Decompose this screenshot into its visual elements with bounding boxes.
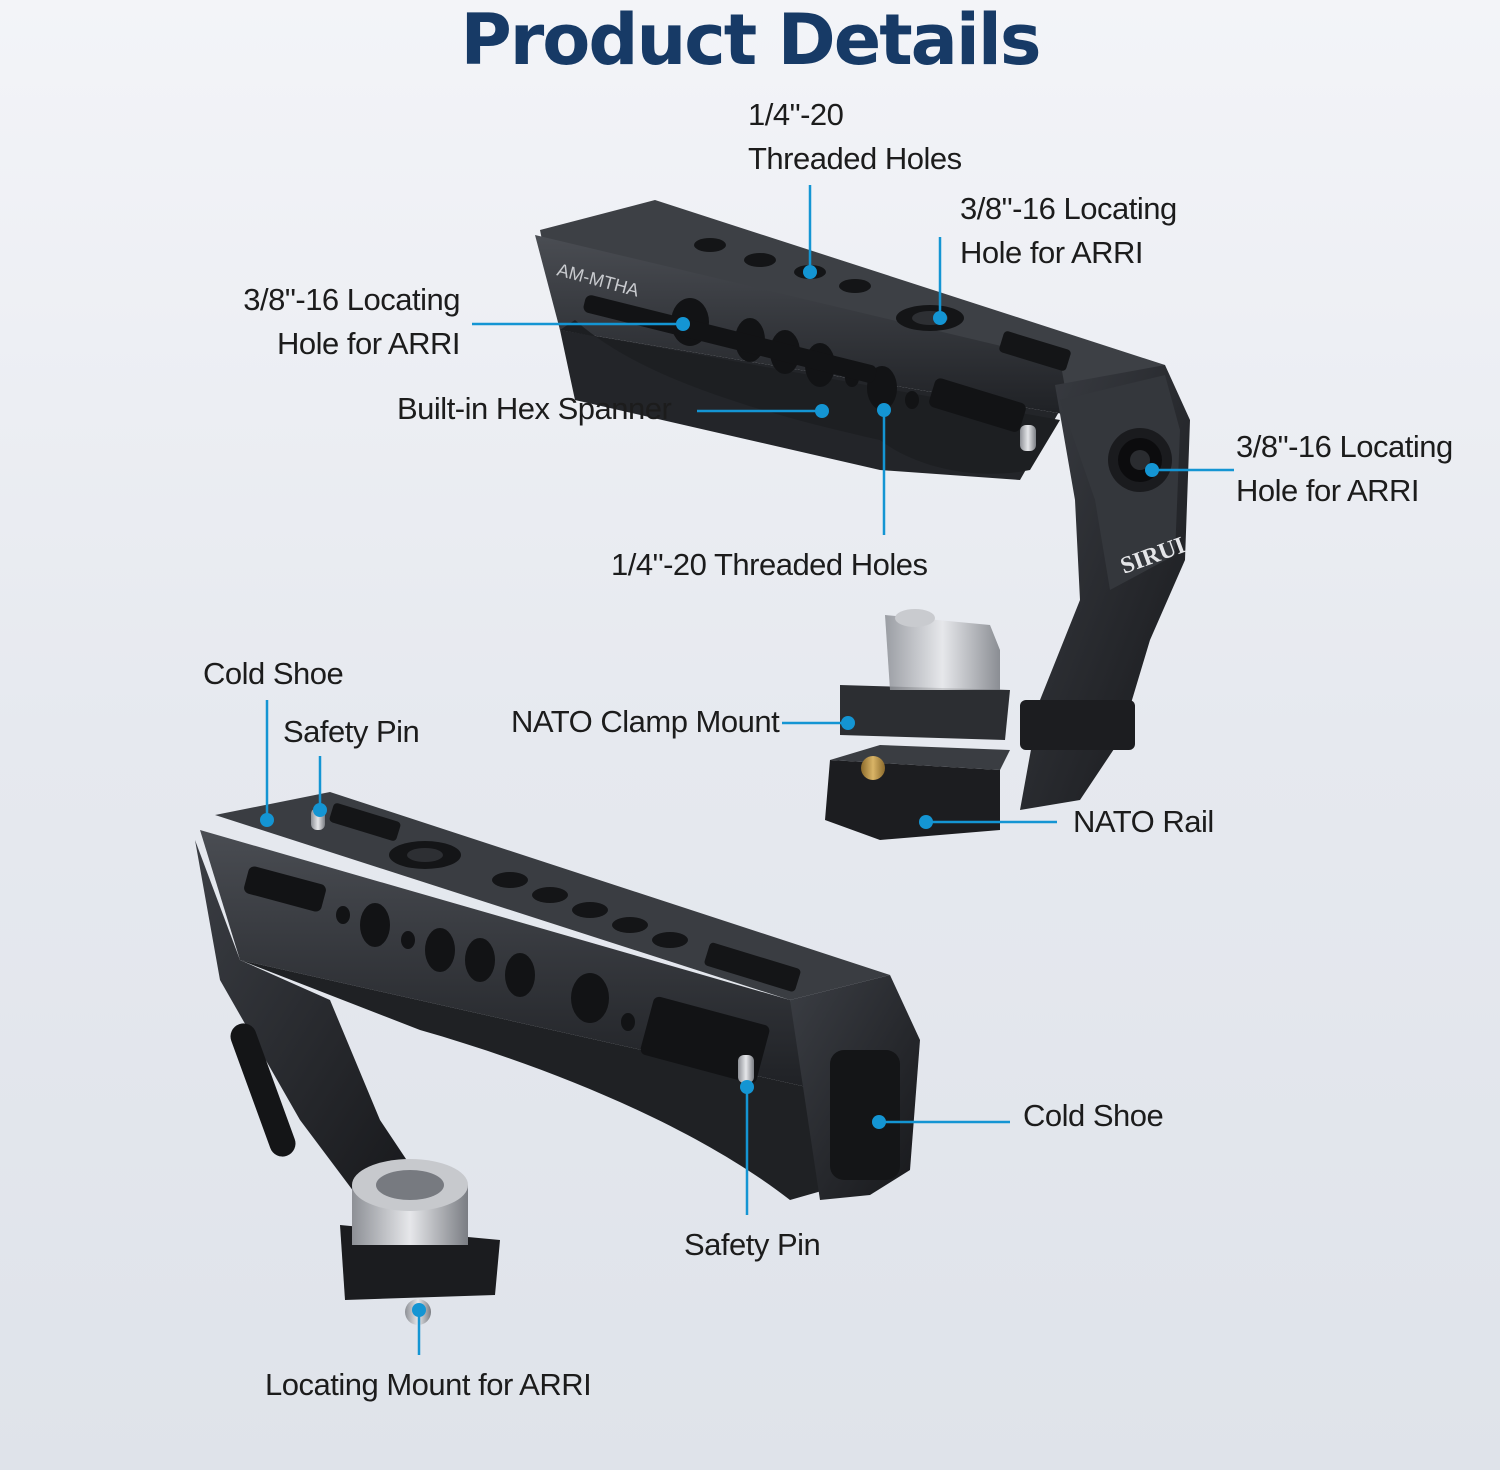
label-locating-hole-side: 3/8"-16 Locating Hole for ARRI <box>1236 429 1453 508</box>
label-locating-hole-left: 3/8"-16 Locating Hole for ARRI <box>243 282 460 361</box>
label-top-threaded-holes: 1/4"-20 Threaded Holes <box>748 97 962 176</box>
label-safety-pin-left: Safety Pin <box>283 714 420 749</box>
label-safety-pin-bottom: Safety Pin <box>684 1227 821 1262</box>
label-cold-shoe-right: Cold Shoe <box>1023 1098 1164 1133</box>
label-locating-mount: Locating Mount for ARRI <box>265 1367 592 1402</box>
label-nato-rail: NATO Rail <box>1073 804 1214 839</box>
label-hex-spanner: Built-in Hex Spanner <box>397 391 672 426</box>
bottom-handle <box>195 792 920 1325</box>
label-threaded-holes-bottom: 1/4"-20 Threaded Holes <box>611 547 928 582</box>
label-cold-shoe-left: Cold Shoe <box>203 656 344 691</box>
label-locating-hole-top: 3/8"-16 Locating Hole for ARRI <box>960 191 1177 270</box>
top-handle <box>535 200 1190 840</box>
callout-lines <box>260 185 1234 1355</box>
page-title: Product Details <box>460 0 1041 81</box>
label-nato-clamp: NATO Clamp Mount <box>511 704 780 739</box>
